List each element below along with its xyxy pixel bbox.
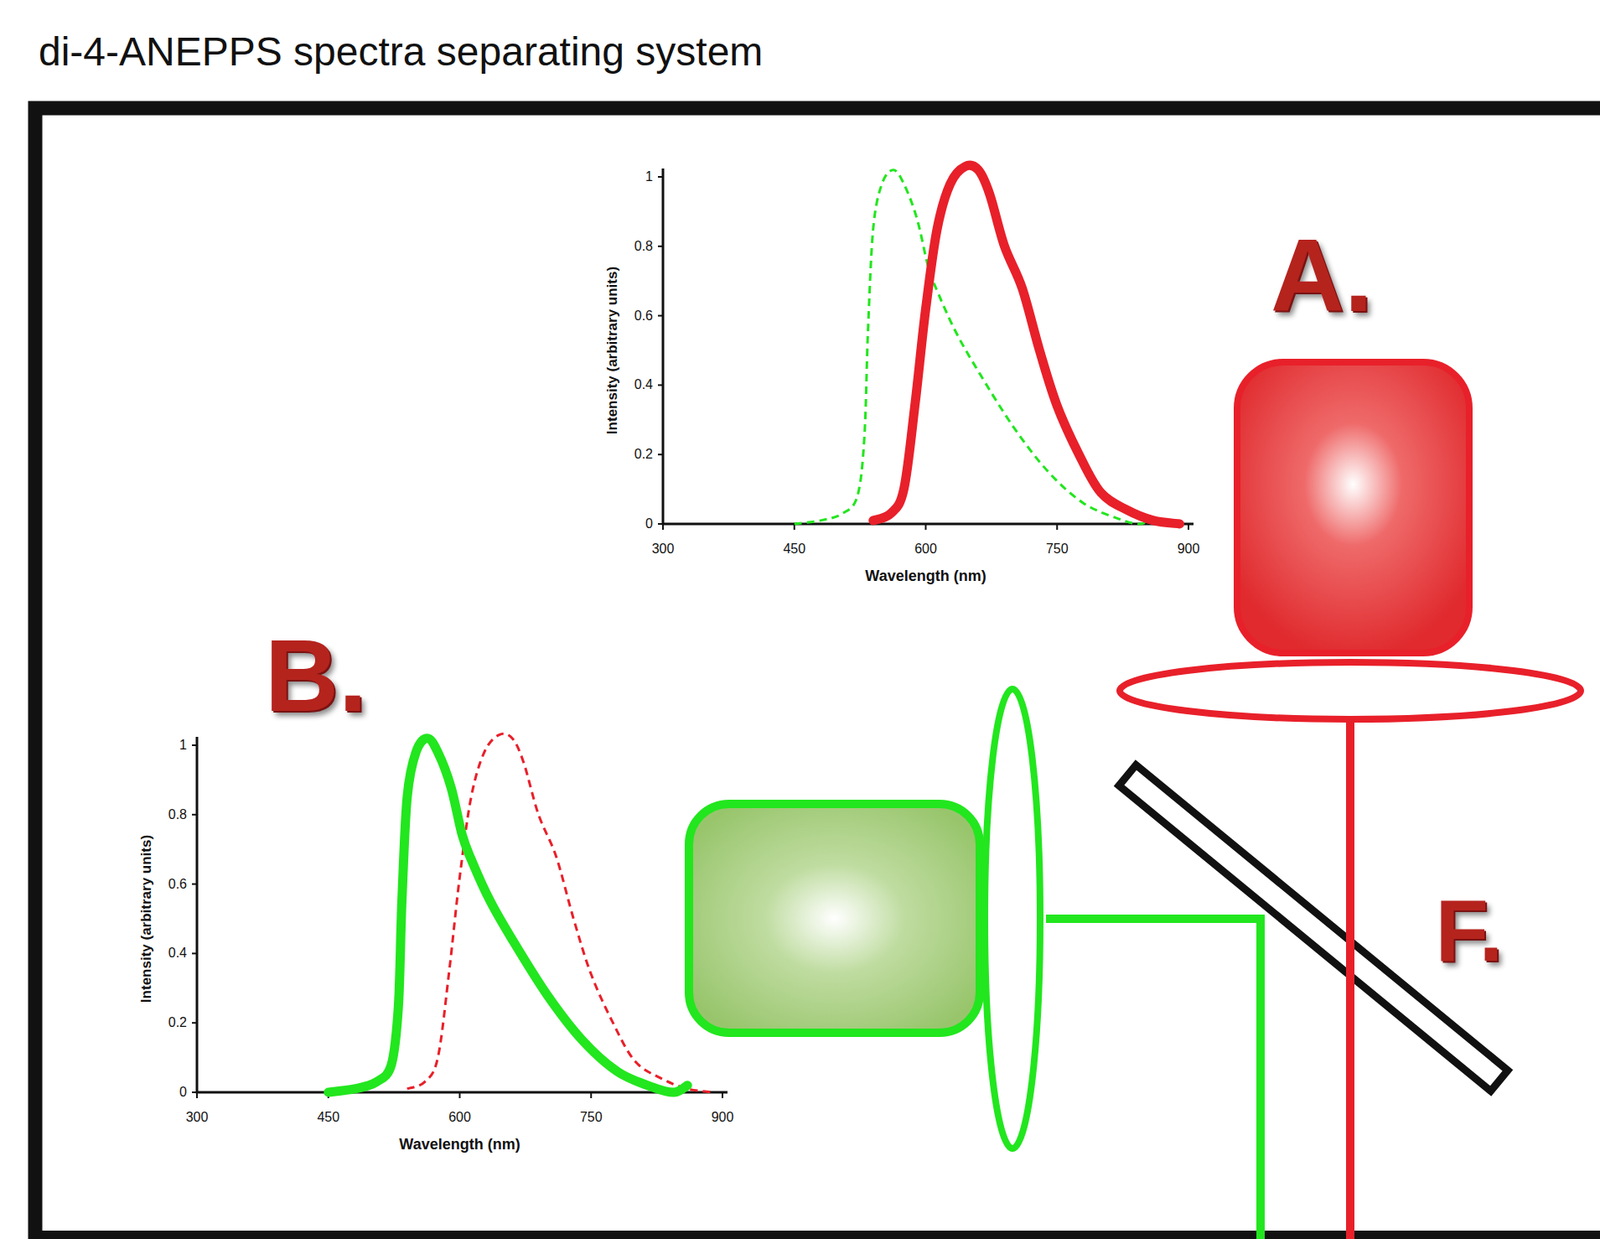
excitation-curve — [328, 738, 688, 1093]
x-tick-label: 450 — [316, 1110, 340, 1124]
y-tick — [657, 315, 663, 317]
x-tick — [1056, 523, 1058, 530]
y-tick — [191, 952, 197, 954]
x-tick-label: 300 — [652, 542, 675, 556]
panel-letter: B. — [264, 624, 368, 727]
axis-title: Wavelength (nm) — [398, 1136, 520, 1152]
chart-axes — [662, 168, 1194, 524]
dichroic-filter — [1118, 764, 1508, 1091]
y-tick — [191, 744, 197, 746]
frame — [35, 108, 1600, 1239]
filter-plate — [1118, 764, 1508, 1091]
red-camera — [1237, 362, 1470, 653]
x-tick-label: 750 — [579, 1110, 603, 1124]
y-tick-label: 0.8 — [634, 239, 653, 254]
x-tick — [590, 1092, 592, 1098]
red-lens — [1119, 662, 1581, 720]
x-tick-label: 900 — [711, 1110, 735, 1124]
red-beam — [1346, 719, 1355, 1239]
y-tick — [657, 453, 663, 456]
x-tick-label: 450 — [782, 542, 806, 556]
y-tick — [657, 383, 663, 386]
y-tick-label: 1 — [179, 738, 187, 752]
x-tick-label: 600 — [448, 1110, 472, 1124]
chart-axes — [196, 736, 728, 1093]
x-tick-label: 300 — [186, 1110, 209, 1124]
y-tick — [191, 883, 197, 886]
green-camera — [688, 803, 980, 1033]
axis-title: Intensity (arbitrary units) — [139, 834, 154, 1003]
y-tick — [657, 245, 663, 248]
y-tick — [657, 176, 663, 178]
spectrum-chart — [191, 733, 728, 1098]
y-tick-label: 1 — [645, 170, 653, 184]
panel-letter: A. — [1270, 224, 1373, 327]
y-tick-label: 0.8 — [168, 807, 187, 822]
panel-letter: F. — [1435, 886, 1504, 974]
frame-bottom — [28, 1230, 1600, 1239]
axis-title: Intensity (arbitrary units) — [605, 266, 620, 435]
emission-curve — [873, 165, 1181, 524]
x-tick-label: 750 — [1045, 542, 1069, 556]
y-tick-label: 0.6 — [634, 309, 653, 323]
y-tick-label: 0.2 — [168, 1015, 187, 1030]
y-tick-label: 0.2 — [634, 447, 653, 461]
y-tick — [191, 1021, 197, 1024]
y-tick-label: 0.6 — [168, 877, 187, 891]
spectrum-chart — [657, 165, 1194, 530]
title: di-4-ANEPPS spectra separating system — [38, 31, 763, 73]
y-tick-label: 0 — [645, 517, 653, 531]
y-tick-label: 0 — [179, 1085, 187, 1099]
x-tick-label: 900 — [1177, 542, 1201, 556]
green-beam — [1045, 918, 1261, 1239]
spectra-charts — [191, 165, 1194, 1098]
y-tick-label: 0.4 — [168, 946, 187, 960]
x-tick — [196, 1092, 198, 1098]
y-tick-label: 0.4 — [634, 377, 653, 392]
x-tick — [1187, 523, 1190, 530]
x-tick-label: 600 — [914, 542, 938, 556]
excitation-curve — [794, 170, 1154, 524]
x-tick — [459, 1092, 461, 1098]
green-lens — [984, 688, 1041, 1149]
x-tick — [662, 523, 664, 530]
x-tick — [925, 523, 927, 530]
axis-title: Wavelength (nm) — [864, 568, 986, 584]
y-tick — [191, 813, 197, 816]
x-tick — [721, 1092, 724, 1098]
